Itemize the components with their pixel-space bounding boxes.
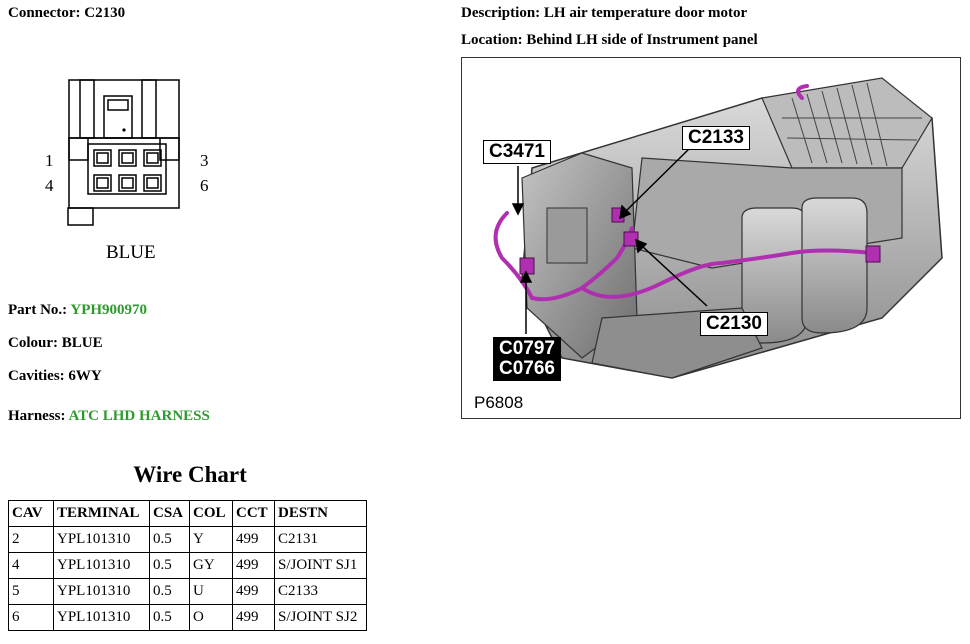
cell-destn: S/JOINT SJ2 — [274, 604, 367, 631]
connector-face-diagram — [67, 79, 180, 226]
cell-terminal: YPL101310 — [53, 526, 150, 553]
cell-terminal: YPL101310 — [53, 604, 150, 631]
cell-cav: 6 — [8, 604, 54, 631]
cell-col: GY — [189, 552, 233, 579]
figure-id: P6808 — [470, 392, 528, 414]
location-value: Behind LH side of Instrument panel — [526, 32, 758, 48]
callout-c3471: C3471 — [483, 140, 551, 164]
location-label: Location: — [461, 32, 523, 48]
cell-csa: 0.5 — [149, 578, 190, 605]
location-figure: C3471 C2133 C2130 C0797 C0766 P6808 — [461, 57, 961, 419]
connector-colour-caption: BLUE — [106, 242, 156, 263]
cell-csa: 0.5 — [149, 604, 190, 631]
cell-destn: C2131 — [274, 526, 367, 553]
cell-cav: 5 — [8, 578, 54, 605]
cell-cct: 499 — [232, 604, 275, 631]
callout-c2133: C2133 — [682, 126, 750, 150]
callout-c2130: C2130 — [700, 312, 768, 336]
callout-c0797-c0766: C0797 C0766 — [493, 337, 561, 381]
hvac-unit-illustration — [493, 77, 943, 379]
description-value: LH air temperature door motor — [543, 5, 748, 21]
description-label: Description: — [461, 5, 541, 21]
colour-line: Colour: BLUE — [8, 335, 103, 352]
part-no-link[interactable]: YPH900970 — [70, 302, 148, 318]
callout-c0766: C0766 — [499, 358, 555, 379]
connector-id: C2130 — [84, 5, 126, 21]
cell-cav: 4 — [8, 552, 54, 579]
part-no-line: Part No.: YPH900970 — [8, 302, 147, 319]
table-row: 2 YPL101310 0.5 Y 499 C2131 — [8, 526, 367, 553]
table-row: 5 YPL101310 0.5 U 499 C2133 — [8, 578, 367, 605]
cell-cav: 2 — [8, 526, 54, 553]
cell-col: U — [189, 578, 233, 605]
connector-label: Connector: — [8, 5, 81, 21]
harness-link[interactable]: ATC LHD HARNESS — [68, 408, 210, 424]
colour-label: Colour: — [8, 335, 58, 351]
wire-chart-title: Wire Chart — [133, 462, 247, 487]
header-destn: DESTN — [274, 500, 367, 527]
cell-cct: 499 — [232, 578, 275, 605]
cell-col: Y — [189, 526, 233, 553]
header-terminal: TERMINAL — [53, 500, 150, 527]
cell-destn: C2133 — [274, 578, 367, 605]
cell-col: O — [189, 604, 233, 631]
header-cct: CCT — [232, 500, 275, 527]
header-cav: CAV — [8, 500, 54, 527]
pin-1-label: 1 — [45, 151, 54, 170]
harness-label: Harness: — [8, 408, 66, 424]
description-line: Description: LH air temperature door mot… — [461, 5, 747, 22]
pin-6-label: 6 — [200, 176, 209, 195]
header-col: COL — [189, 500, 233, 527]
location-line: Location: Behind LH side of Instrument p… — [461, 32, 758, 49]
callout-c0797: C0797 — [499, 338, 555, 359]
pin-3-label: 3 — [200, 151, 209, 170]
table-row: 4 YPL101310 0.5 GY 499 S/JOINT SJ1 — [8, 552, 367, 579]
pin-4-label: 4 — [45, 176, 54, 195]
cell-csa: 0.5 — [149, 552, 190, 579]
part-no-label: Part No.: — [8, 302, 68, 318]
wire-chart-header-row: CAV TERMINAL CSA COL CCT DESTN — [8, 500, 367, 527]
cell-cct: 499 — [232, 526, 275, 553]
colour-value: BLUE — [61, 335, 103, 351]
cell-csa: 0.5 — [149, 526, 190, 553]
cell-terminal: YPL101310 — [53, 552, 150, 579]
cell-cct: 499 — [232, 552, 275, 579]
table-row: 6 YPL101310 0.5 O 499 S/JOINT SJ2 — [8, 604, 367, 631]
connector-heading: Connector: C2130 — [8, 5, 125, 22]
wire-chart-table: CAV TERMINAL CSA COL CCT DESTN 2 YPL1013… — [8, 500, 367, 631]
harness-line: Harness: ATC LHD HARNESS — [8, 408, 210, 425]
cavities-value: 6WY — [68, 368, 102, 384]
cavities-line: Cavities: 6WY — [8, 368, 102, 385]
header-csa: CSA — [149, 500, 190, 527]
cavities-label: Cavities: — [8, 368, 65, 384]
cell-terminal: YPL101310 — [53, 578, 150, 605]
cell-destn: S/JOINT SJ1 — [274, 552, 367, 579]
